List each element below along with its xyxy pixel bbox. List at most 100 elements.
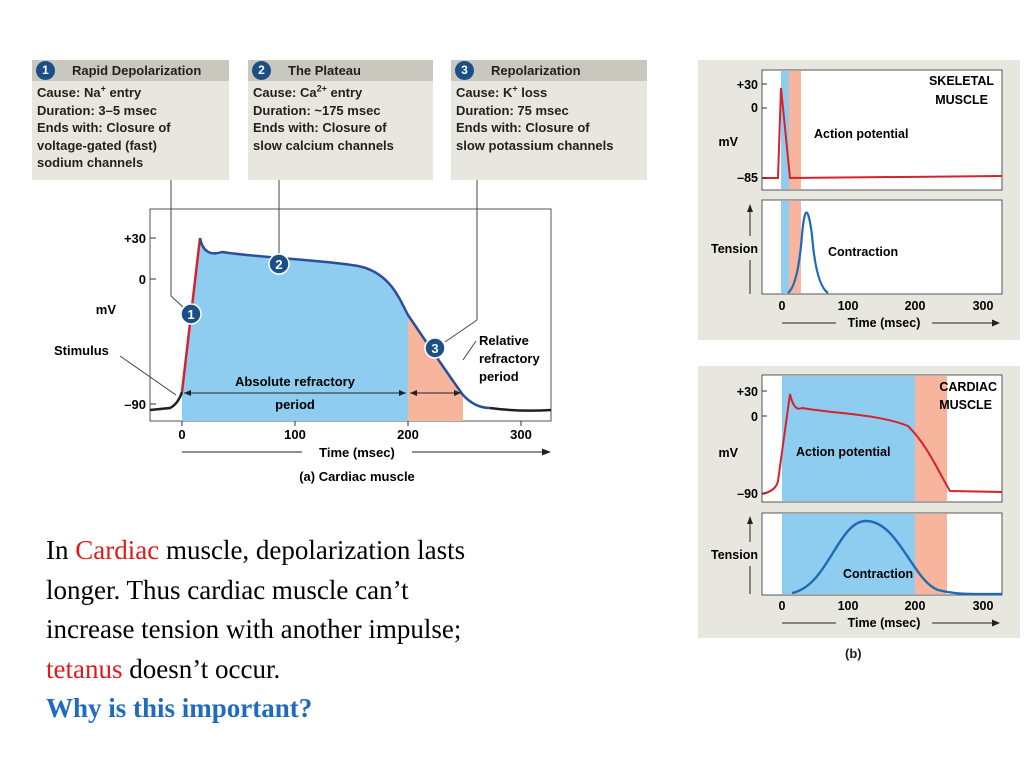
cardiac-mv-label: mV — [719, 446, 739, 460]
marker-1: 1 — [180, 303, 202, 325]
phase-details-1: Cause: Na+ entry Duration: 3–5 msec Ends… — [32, 81, 229, 172]
cardiac-y-zero: 0 — [751, 410, 758, 424]
cardiac-ap-trace — [761, 393, 1003, 495]
callout-line-1b — [170, 295, 185, 309]
phase-number-badge: 2 — [252, 61, 271, 80]
cardiac-contraction-trace — [791, 519, 1003, 596]
phase-ends-2: voltage-gated (fast) — [37, 137, 157, 153]
phase-number-badge: 3 — [455, 61, 474, 80]
y-tick-plus30: +30 — [124, 231, 146, 246]
cardiac-tension-label: Tension — [711, 548, 758, 562]
phase-ends: Ends with: Closure of — [456, 120, 590, 135]
x-axis-arrow — [542, 448, 551, 456]
phase-title: Rapid Depolarization — [72, 63, 202, 78]
phase-cause: Cause: Ca2+ entry — [253, 83, 363, 100]
skeletal-tension-frame — [761, 199, 1003, 295]
cardiac-title: CARDIAC — [939, 380, 997, 394]
y-tick-minus90: –90 — [124, 397, 146, 412]
text-line-4: tetanus doesn’t occur. — [46, 653, 281, 684]
relative-refractory-label-3: period — [479, 369, 519, 384]
svg-text:1: 1 — [187, 307, 194, 322]
skeletal-x-0: 0 — [779, 299, 786, 313]
skeletal-contraction-trace — [787, 211, 829, 294]
skeletal-contraction-label: Contraction — [828, 245, 898, 259]
phase-details-2: Cause: Ca2+ entry Duration: ~175 msec En… — [248, 81, 433, 154]
cardiac-word: Cardiac — [75, 535, 160, 565]
relative-pointer — [462, 340, 477, 361]
phase-box-3: 3 Repolarization Cause: K+ loss Duration… — [451, 60, 647, 180]
text-line-2: longer. Thus cardiac muscle can’t — [46, 574, 409, 605]
graph-a-caption: (a) Cardiac muscle — [299, 469, 415, 484]
absolute-refractory-label: Absolute refractory — [235, 374, 356, 389]
cardiac-contraction-label: Contraction — [843, 567, 913, 581]
phase-ends-3: sodium channels — [37, 155, 144, 170]
marker-3: 3 — [424, 337, 446, 359]
relative-refractory-label: Relative — [479, 333, 529, 348]
phase-ends-2: slow calcium channels — [253, 137, 394, 153]
phase-box-1: 1 Rapid Depolarization Cause: Na+ entry … — [32, 60, 229, 180]
x-tick-300: 300 — [510, 427, 532, 442]
phase-cause: Cause: K+ loss — [456, 83, 548, 100]
skeletal-y-plus30: +30 — [737, 78, 758, 92]
cardiac-x-0: 0 — [779, 599, 786, 613]
phase-duration: Duration: 3–5 msec — [37, 102, 157, 118]
phase-duration: Duration: 75 msec — [456, 102, 569, 118]
skeletal-ap-frame — [761, 69, 1003, 191]
cardiac-x-label: Time (msec) — [848, 616, 921, 630]
phase-cause: Cause: Na+ entry — [37, 83, 142, 100]
cardiac-x-100: 100 — [838, 599, 859, 613]
phase-ends-2: slow potassium channels — [456, 137, 614, 153]
text-line-1: In Cardiac muscle, depolarization lasts — [46, 535, 466, 565]
relative-refractory-region — [408, 315, 463, 421]
skeletal-title: SKELETAL — [929, 74, 994, 88]
x-axis-label: Time (msec) — [319, 445, 395, 460]
skeletal-mv-label: mV — [719, 135, 739, 149]
cardiac-action-potential-graph: 1 2 3 +30 0 –90 mV Stimulus Absolute ref… — [54, 180, 552, 484]
skeletal-ap-trace — [762, 87, 1003, 180]
phase-ends: Ends with: Closure of — [37, 120, 171, 135]
skeletal-y-zero: 0 — [751, 101, 758, 115]
skeletal-title-2: MUSCLE — [935, 93, 988, 107]
relative-refractory-label-2: refractory — [479, 351, 540, 366]
phase-details-3: Cause: K+ loss Duration: 75 msec Ends wi… — [451, 81, 647, 154]
phase-title: Repolarization — [491, 63, 581, 78]
marker-2: 2 — [268, 253, 290, 275]
cardiac-muscle-graphs: +30 0 –90 mV CARDIAC MUSCLE Action poten… — [711, 374, 1003, 630]
svg-text:3: 3 — [431, 341, 438, 356]
y-tick-zero: 0 — [139, 272, 146, 287]
text-line-3: increase tension with another impulse; — [46, 614, 462, 644]
x-tick-100: 100 — [284, 427, 306, 442]
cardiac-ap-label: Action potential — [796, 445, 890, 459]
phase-duration: Duration: ~175 msec — [253, 102, 381, 118]
x-tick-200: 200 — [397, 427, 419, 442]
skeletal-tension-label: Tension — [711, 242, 758, 256]
absolute-refractory-region — [182, 238, 408, 421]
svg-text:2: 2 — [275, 257, 282, 272]
skeletal-muscle-graphs: +30 0 –85 mV SKELETAL MUSCLE Action pote… — [711, 69, 1003, 330]
resting-baseline — [149, 391, 184, 412]
phase-ends: Ends with: Closure of — [253, 120, 387, 135]
absolute-refractory-label-2: period — [275, 397, 315, 412]
plateau-repolarization-trace — [198, 237, 491, 410]
cardiac-y-plus30: +30 — [737, 385, 758, 399]
skeletal-x-200: 200 — [905, 299, 926, 313]
skeletal-x-100: 100 — [838, 299, 859, 313]
phase-header-3: 3 Repolarization — [451, 60, 647, 81]
phase-box-2: 2 The Plateau Cause: Ca2+ entry Duration… — [248, 60, 433, 180]
skeletal-ap-label: Action potential — [814, 127, 908, 141]
panel-b-caption: (b) — [845, 646, 862, 661]
phase-header-2: 2 The Plateau — [248, 60, 433, 81]
y-axis-label: mV — [96, 302, 117, 317]
phase-title: The Plateau — [288, 63, 361, 78]
cardiac-x-200: 200 — [905, 599, 926, 613]
skeletal-y-minus85: –85 — [737, 171, 758, 185]
phase-header-1: 1 Rapid Depolarization — [32, 60, 229, 81]
callout-line-3b — [444, 319, 478, 343]
tetanus-word: tetanus — [46, 653, 123, 684]
cardiac-x-300: 300 — [973, 599, 994, 613]
stimulus-pointer — [119, 355, 177, 396]
x-tick-0: 0 — [178, 427, 185, 442]
body-text: In Cardiac muscle, depolarization lasts … — [46, 531, 606, 729]
cardiac-y-minus90: –90 — [737, 487, 758, 501]
stimulus-label: Stimulus — [54, 343, 109, 358]
